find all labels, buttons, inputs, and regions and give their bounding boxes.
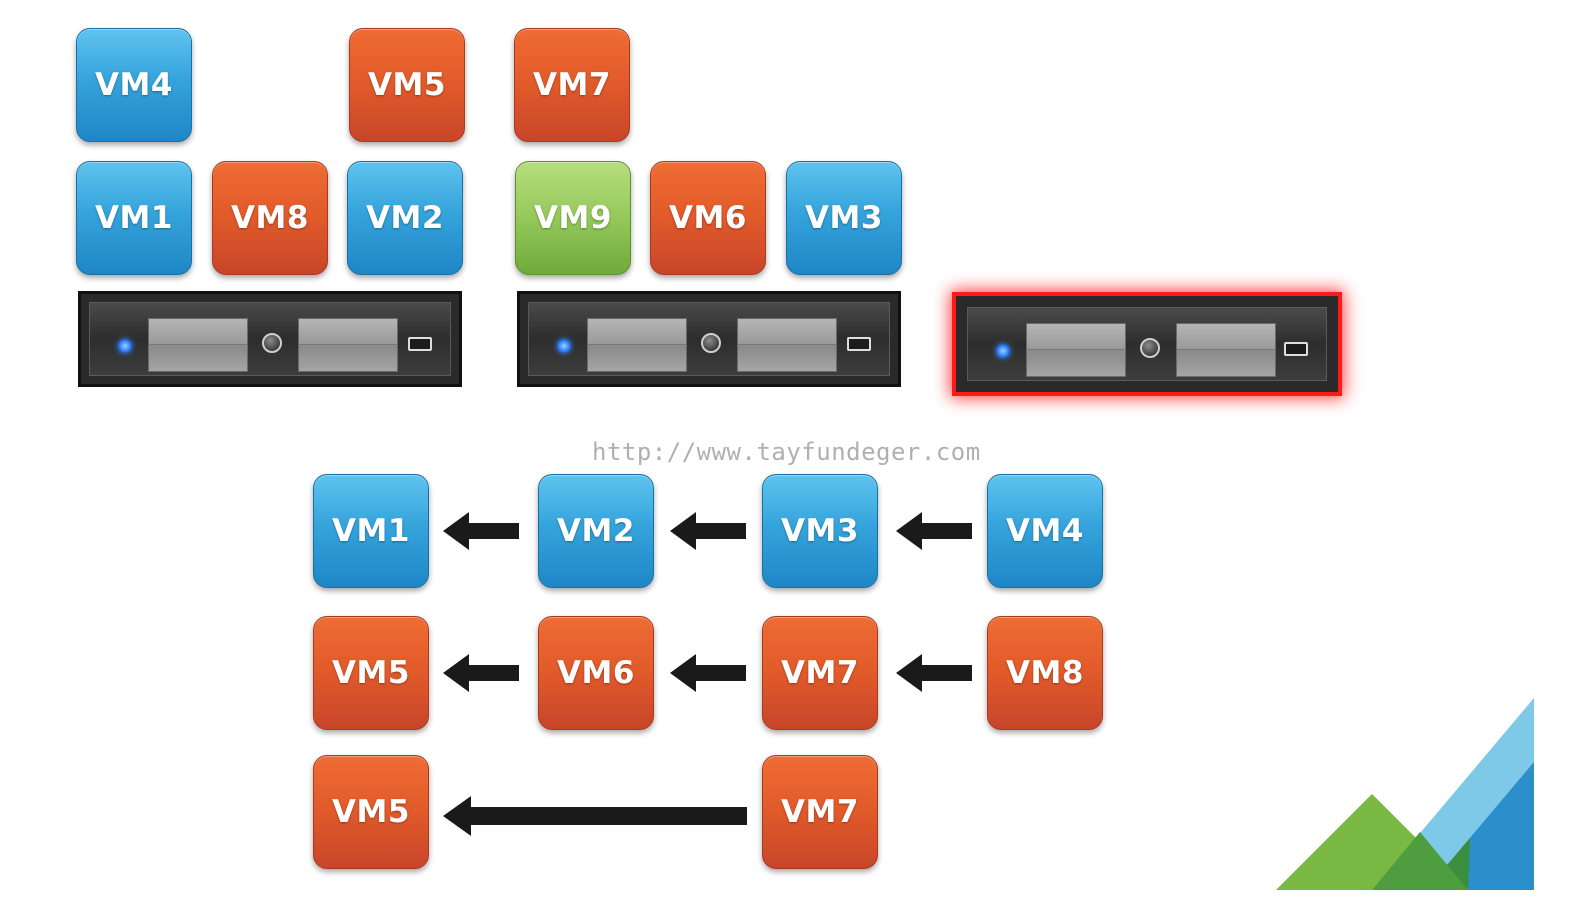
failed-esxi-host-server (956, 296, 1338, 392)
drive-bay (1176, 323, 1276, 377)
vm-box: VM5 (313, 755, 429, 869)
vm-box: VM5 (349, 28, 465, 142)
vm-box: VM1 (313, 474, 429, 588)
drive-bay (1026, 323, 1126, 377)
drive-bay (587, 318, 687, 372)
vm-box: VM1 (76, 161, 192, 275)
watermark-url: http://www.tayfundeger.com (592, 438, 981, 466)
vm-box: VM2 (538, 474, 654, 588)
power-led-icon (557, 339, 571, 353)
vm-box: VM3 (762, 474, 878, 588)
left-arrow-icon (896, 512, 972, 550)
left-arrow-icon (670, 512, 746, 550)
server-faceplate (967, 307, 1327, 381)
long-left-arrow-icon (443, 796, 747, 836)
vm-box: VM8 (987, 616, 1103, 730)
usb-port-icon (408, 337, 432, 351)
vm-box: VM3 (786, 161, 902, 275)
drive-bay (148, 318, 248, 372)
vm-box: VM6 (538, 616, 654, 730)
usb-port-icon (847, 337, 871, 351)
power-knob-icon (1140, 338, 1160, 358)
brand-corner-logo (1276, 696, 1534, 890)
vm-box: VM7 (514, 28, 630, 142)
left-arrow-icon (443, 512, 519, 550)
vm-box: VM5 (313, 616, 429, 730)
vm-box: VM8 (212, 161, 328, 275)
esxi-host-server (517, 291, 901, 387)
vm-box: VM2 (347, 161, 463, 275)
drive-bay (298, 318, 398, 372)
server-faceplate (528, 302, 890, 376)
esxi-host-server (78, 291, 462, 387)
server-faceplate (89, 302, 451, 376)
power-knob-icon (701, 333, 721, 353)
left-arrow-icon (443, 654, 519, 692)
power-led-icon (996, 344, 1010, 358)
drive-bay (737, 318, 837, 372)
power-led-icon (118, 339, 132, 353)
vm-box: VM6 (650, 161, 766, 275)
vm-box: VM4 (987, 474, 1103, 588)
left-arrow-icon (896, 654, 972, 692)
vm-box: VM7 (762, 616, 878, 730)
vm-box: VM9 (515, 161, 631, 275)
vm-box: VM7 (762, 755, 878, 869)
vm-box: VM4 (76, 28, 192, 142)
left-arrow-icon (670, 654, 746, 692)
usb-port-icon (1284, 342, 1308, 356)
power-knob-icon (262, 333, 282, 353)
